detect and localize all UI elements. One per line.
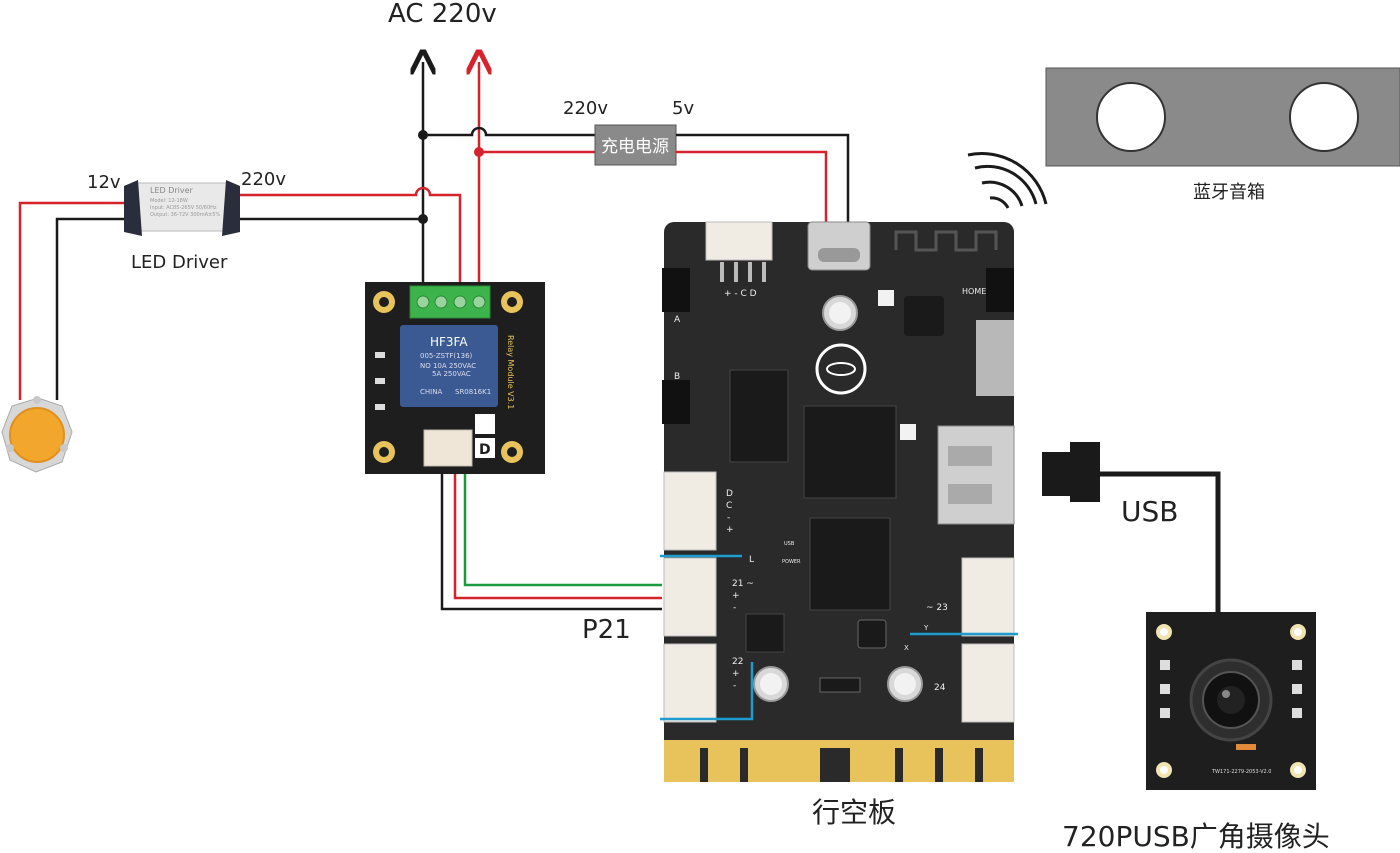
led-driver-print-line3: Output: 36-72V 300mA±5%	[150, 212, 220, 218]
relay-model: 005-ZSTF(136)	[420, 352, 473, 360]
charger-220v-label: 220v	[563, 98, 608, 119]
wire-relay-green	[463, 474, 662, 587]
board-pin-22: 22	[732, 657, 743, 667]
relay-logo-d: D	[479, 442, 491, 458]
led-driver: LED Driver Model: 12-18W Input: AC85-265…	[124, 180, 240, 236]
board-led-l: L	[749, 555, 754, 565]
wire-neutral-to-charger	[423, 126, 595, 137]
board-gravity-pin-d: D	[726, 489, 733, 499]
charger-box-label: 充电电源	[601, 137, 669, 157]
board-pin-23: ~ 23	[926, 603, 948, 613]
wire-driver-red-12	[18, 201, 130, 400]
board-axis-x: X	[904, 644, 909, 652]
cob-led	[1, 396, 73, 473]
board-power-small: POWER	[782, 559, 801, 565]
charger-5v-label: 5v	[672, 98, 694, 119]
board-gravity-pin-plus: +	[726, 525, 734, 535]
board-gravity-pin-c: C	[726, 501, 732, 511]
wire-usb-camera	[1098, 471, 1221, 614]
board-axis-y: Y	[923, 624, 929, 632]
junction-neutral-charger	[418, 130, 428, 140]
charger-box	[594, 124, 677, 166]
led-driver-220v-label: 220v	[241, 169, 286, 190]
board-pin-22-plus: +	[732, 669, 740, 679]
wireless-signal-icon	[967, 152, 1048, 209]
bluetooth-speaker	[1045, 67, 1400, 167]
board-button-b: B	[674, 372, 680, 382]
camera-model-print: TW171-2279-2053-V2.0	[1211, 769, 1271, 775]
board-pin-22-minus: -	[733, 681, 736, 691]
speaker-caption: 蓝牙音箱	[1193, 182, 1265, 203]
wire-charger-red-to-board	[676, 150, 828, 222]
board-caption: 行空板	[812, 796, 896, 829]
relay-rating2: 5A 250VAC	[432, 370, 471, 378]
usb-camera-module: TW171-2279-2053-V2.0	[1146, 612, 1316, 790]
board-pin-24: 24	[934, 683, 946, 693]
board-pin-21-minus: -	[733, 603, 736, 613]
usb-plug	[1042, 442, 1100, 502]
board-home-label: HOME	[962, 287, 986, 296]
wire-relay-black	[440, 474, 662, 611]
wire-charger-black-to-board	[676, 133, 850, 222]
wire-driver-red-220	[230, 186, 462, 288]
relay-rating1: NO 10A 250VAC	[420, 362, 476, 370]
board-pin-21: 21 ~	[732, 579, 754, 589]
led-driver-print-line2: Input: AC85-265V 50/60Hz	[150, 205, 217, 211]
relay-brand: HF3FA	[430, 335, 468, 349]
led-driver-print-line1: Model: 12-18W	[150, 198, 188, 204]
p21-label: P21	[582, 615, 631, 645]
led-driver-print-name: LED Driver	[150, 186, 194, 195]
blue-line-left-bottom	[660, 662, 754, 721]
board-pin-21-plus: +	[732, 591, 740, 601]
board-gravity-pin-minus: -	[727, 513, 730, 523]
wire-relay-red	[453, 474, 662, 600]
camera-caption: 720PUSB广角摄像头	[1062, 820, 1330, 853]
relay-module: HF3FA 005-ZSTF(136) NO 10A 250VAC 5A 250…	[365, 282, 545, 474]
wire-driver-black-12	[55, 217, 130, 400]
junction-driver-neutral	[418, 214, 428, 224]
junction-live-charger	[474, 147, 484, 157]
led-driver-12v-label: 12v	[87, 172, 121, 193]
led-driver-caption: LED Driver	[131, 252, 228, 273]
ac-title: AC 220v	[388, 0, 497, 29]
relay-side-text: Relay Module V3.1	[506, 335, 515, 409]
unihiker-board: + - C D A B HOME	[662, 221, 1015, 782]
board-usb-small: USB	[784, 541, 795, 547]
relay-code: SR0816K1	[455, 388, 491, 396]
board-top-pins: + - C D	[724, 289, 757, 299]
relay-origin: CHINA	[420, 388, 442, 396]
usb-label: USB	[1121, 495, 1178, 528]
board-button-a: A	[674, 315, 681, 325]
